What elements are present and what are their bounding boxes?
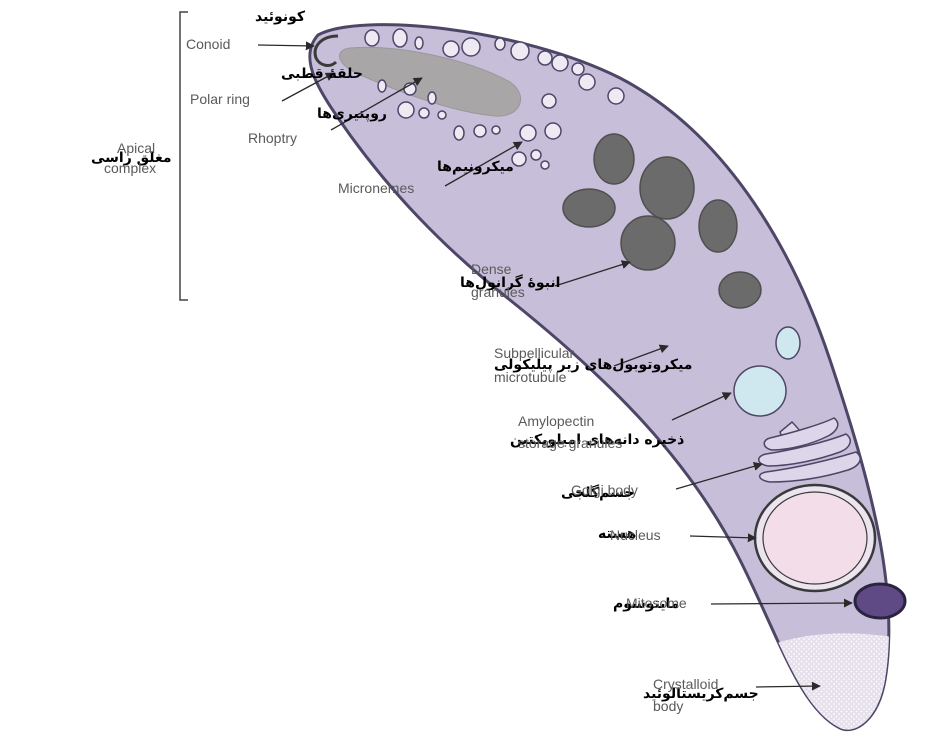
mitosome-label-en: Mitosome [626,595,687,611]
conoid-arrow [258,45,314,46]
golgi-label-en: Golgi body [571,482,638,498]
dense-granules-label-en-1: Dense [471,261,512,277]
apical-complex-label-en-1: Apical [117,140,155,156]
mitosome [855,584,905,618]
apical-complex-bracket [180,12,188,300]
amylopectin-label-en-1: Amylopectin [518,413,594,429]
dense-granules-label-en-2: granules [471,284,525,300]
rhoptry-label-en: Rhoptry [248,130,297,146]
nucleus-label-en: Nucleus [610,527,661,543]
rhoptry-label-fa: روپتیری‌ها [317,106,387,122]
crystalloid-label-en-2: body [653,698,683,714]
micronemes-label-fa: میکرونیم‌ها [437,159,514,175]
polar-ring-label-en: Polar ring [190,91,250,107]
subpellicular-label-en-2: microtubule [494,369,567,385]
micronemes-label-en: Micronemes [338,180,414,196]
conoid-label-fa: کونوئید [255,9,306,25]
apical-complex-label-en-2: complex [104,160,156,176]
polar-ring-label-fa: حلقهٔ قطبی [281,66,363,82]
conoid-label-en: Conoid [186,36,230,52]
cell-body [310,25,889,730]
nucleus [763,492,867,584]
amylopectin-label-en-2: storage granules [518,435,622,451]
crystalloid-label-en-1: Crystalloid [653,676,718,692]
subpellicular-label-en-1: Subpellicular [494,345,574,361]
